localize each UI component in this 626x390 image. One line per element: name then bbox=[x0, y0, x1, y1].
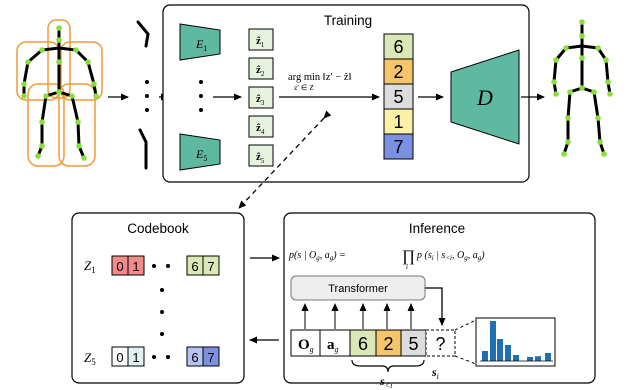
histogram-projection bbox=[454, 319, 477, 365]
encoder-bottom-label: E bbox=[195, 147, 204, 161]
histogram-bar bbox=[545, 353, 551, 361]
formula-rhs: p (si | s<i, Og, ag) bbox=[416, 250, 485, 262]
left-leg-part-box bbox=[58, 83, 96, 167]
argmin-expression: arg min ‖z′ − ẑ‖ bbox=[288, 72, 352, 83]
part-fragment-top bbox=[136, 20, 150, 48]
autoregressive-formula: p(s | Og, ag) = ∏ i p (si | s<i, Og, ag) bbox=[288, 248, 485, 271]
svg-text:ẑ2: ẑ2 bbox=[256, 64, 265, 78]
encoder-top-sub: 1 bbox=[203, 44, 207, 53]
histogram-bar bbox=[490, 321, 496, 361]
decoder-shape bbox=[450, 49, 520, 145]
codebook-row-1-label: Z bbox=[84, 258, 92, 273]
histogram-bar bbox=[535, 356, 541, 361]
stack-token-3: 5 bbox=[393, 87, 403, 107]
decoder: D bbox=[450, 49, 520, 145]
codebook-row-1-entry-6: 6 bbox=[191, 259, 198, 274]
body-part-fragments bbox=[136, 20, 150, 170]
decoder-label: D bbox=[476, 85, 493, 110]
encoder-top-shape bbox=[179, 23, 221, 61]
vertical-ellipsis-parts bbox=[145, 80, 149, 112]
input-skeleton-joints bbox=[21, 25, 99, 161]
codebook-row-5-entry-7: 7 bbox=[207, 350, 214, 365]
codebook-row-1-entry-0: 0 bbox=[116, 259, 123, 274]
stack-token-2: 2 bbox=[393, 62, 403, 82]
token-query: ? bbox=[435, 334, 445, 354]
svg-text:Z5: Z5 bbox=[84, 350, 96, 367]
zhat-column: ẑ1 ẑ2 ẑ3 ẑ4 ẑ5 bbox=[248, 28, 274, 167]
svg-text:ẑ3: ẑ3 bbox=[256, 93, 265, 107]
right-leg-part-box bbox=[27, 83, 65, 167]
encoder-top: E1 bbox=[179, 23, 221, 61]
zhat-box-1: ẑ1 bbox=[248, 28, 274, 51]
vertical-ellipsis-encoders bbox=[199, 80, 203, 112]
context-brace bbox=[351, 359, 425, 373]
svg-text:E1: E1 bbox=[195, 37, 207, 53]
formula-lhs: p(s | Og, ag) = bbox=[288, 250, 346, 262]
histogram-bar bbox=[513, 355, 519, 361]
codebook-row-1-entry-1: 1 bbox=[132, 259, 139, 274]
quantized-token-stack: 6 2 5 1 7 bbox=[383, 33, 414, 160]
token-context-2: 2 bbox=[383, 334, 393, 354]
part-fragment-bottom bbox=[138, 128, 148, 170]
vertical-ellipsis-codebook bbox=[160, 288, 164, 336]
token-context-1: 6 bbox=[358, 334, 368, 354]
target-label: si bbox=[431, 365, 439, 381]
argmin-formula: arg min ‖z′ − ẑ‖ z′ ∈ Z bbox=[288, 72, 352, 92]
histogram-bar bbox=[497, 339, 503, 361]
svg-text:ẑ1: ẑ1 bbox=[256, 35, 265, 49]
input-skeleton bbox=[16, 19, 103, 167]
zhat-box-2: ẑ2 bbox=[248, 57, 274, 80]
stack-token-5: 7 bbox=[393, 137, 403, 157]
codebook-row-5-entry-1: 1 bbox=[132, 350, 139, 365]
distribution-histogram bbox=[480, 321, 553, 362]
codebook-row-5-entry-0: 0 bbox=[116, 350, 123, 365]
svg-text:Z1: Z1 bbox=[84, 258, 96, 275]
body-part-boxes bbox=[16, 19, 103, 167]
argmin-subscript: z′ ∈ Z bbox=[294, 83, 314, 92]
histogram-bar bbox=[527, 357, 533, 361]
encoder-top-label: E bbox=[195, 37, 204, 51]
codebook-row-5-label: Z bbox=[84, 350, 92, 365]
stack-token-1: 6 bbox=[393, 37, 403, 57]
encoder-bottom-shape bbox=[179, 133, 221, 171]
formula-product: ∏ bbox=[402, 248, 415, 265]
zhat-box-4: ẑ4 bbox=[248, 115, 274, 138]
codebook-row-5: Z5 0 1 6 7 bbox=[84, 346, 220, 367]
transformer-label: Transformer bbox=[328, 283, 388, 295]
left-arm-part-box bbox=[60, 41, 103, 101]
input-token-row: Og ag 6 2 5 ? bbox=[290, 329, 456, 357]
formula-product-sub: i bbox=[406, 263, 408, 271]
histogram-bar bbox=[482, 351, 488, 361]
encoder-bottom-sub: 5 bbox=[203, 154, 207, 163]
arrow-transformer-to-query bbox=[425, 287, 446, 326]
token-observation: Og bbox=[298, 337, 314, 354]
zhat-box-3: ẑ3 bbox=[248, 86, 274, 109]
codebook-row-1-entry-7: 7 bbox=[207, 259, 214, 274]
token-context-3: 5 bbox=[408, 334, 418, 354]
stack-token-4: 1 bbox=[393, 112, 403, 132]
codebook-row-1: Z1 0 1 6 7 bbox=[84, 255, 220, 276]
codebook-row-5-entry-6: 6 bbox=[191, 350, 198, 365]
output-skeleton bbox=[551, 19, 613, 157]
encoder-bottom: E5 bbox=[179, 133, 221, 171]
zhat-box-5: ẑ5 bbox=[248, 144, 274, 167]
histogram-bar bbox=[505, 345, 511, 361]
svg-text:E5: E5 bbox=[195, 147, 207, 163]
codebook-panel-title: Codebook bbox=[127, 221, 189, 236]
token-action: ag bbox=[327, 337, 339, 354]
context-label: s<i bbox=[379, 374, 392, 390]
dashed-link-training-codebook bbox=[238, 110, 332, 209]
training-panel-title: Training bbox=[324, 13, 372, 28]
inference-panel-title: Inference bbox=[409, 221, 465, 236]
token-input-arrows bbox=[301, 303, 415, 329]
